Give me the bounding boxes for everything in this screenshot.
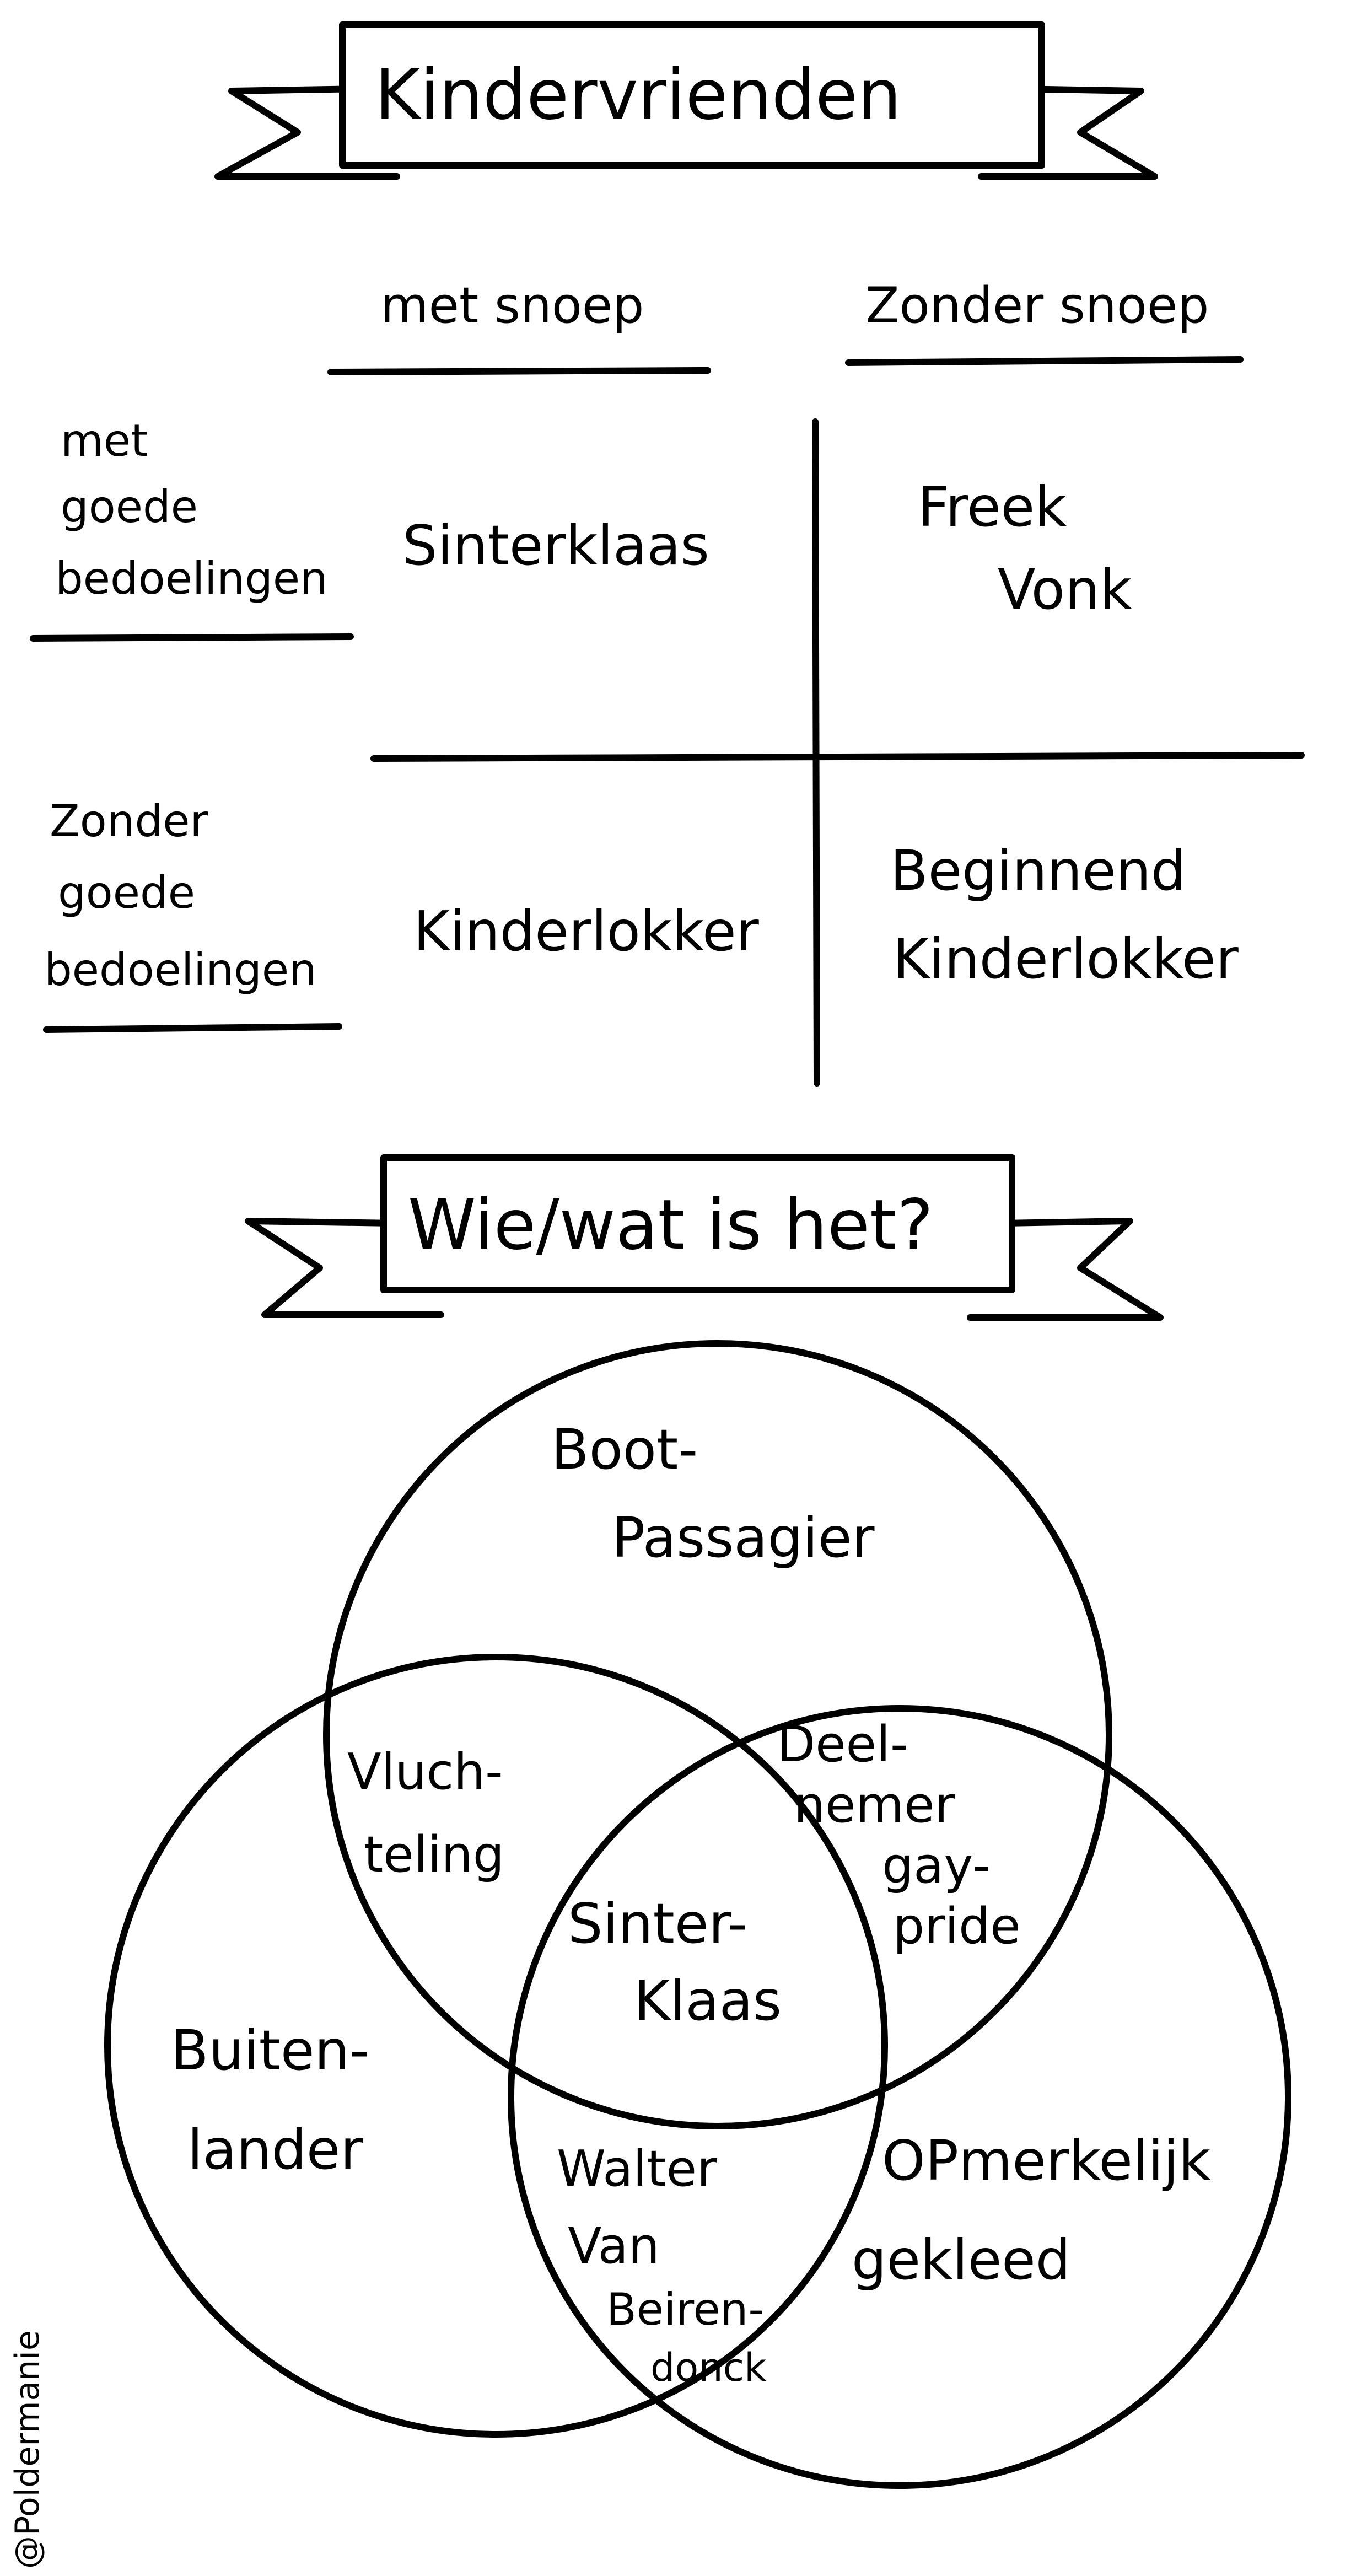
cell-sinterklaas: Sinterklaas <box>402 513 709 578</box>
column-header-met-snoep: met snoep <box>380 277 644 335</box>
matrix-horizontal-divider <box>370 752 1305 762</box>
venn-label-top-left: Vluch- <box>347 1743 503 1801</box>
column-underline <box>845 356 1244 366</box>
row-label-line: bedoelingen <box>44 944 317 996</box>
row-label-line: goede <box>61 481 198 533</box>
credit-handle: @Poldermanie <box>8 2330 47 2569</box>
row-label-line: Zonder <box>50 795 208 847</box>
title-banner-ribbon <box>214 21 1158 180</box>
venn-label-top: Passagier <box>612 1505 875 1570</box>
venn-label-center: Sinter- <box>568 1891 748 1956</box>
venn-banner-ribbon <box>245 1154 1164 1321</box>
venn-label-left: lander <box>187 2117 363 2182</box>
venn-circle-left <box>104 1654 888 2438</box>
venn-label-left-right: Walter <box>557 2140 718 2198</box>
venn-label-left-right: Beiren- <box>606 2284 765 2335</box>
venn-label-top-right: nemer <box>794 1776 955 1834</box>
row-label-line: goede <box>58 867 195 918</box>
cell-kinderlokker: Kinderlokker <box>413 899 759 964</box>
venn-label-top-right: Deel- <box>777 1715 908 1773</box>
cell-freek-vonk-line: Freek <box>918 475 1067 539</box>
cell-beginnend-kinderlokker-line: Kinderlokker <box>893 927 1239 991</box>
venn-label-left-right: Van <box>568 2217 660 2275</box>
venn-circle-right <box>508 1705 1291 2489</box>
venn-label-right: OPmerkelijk <box>882 2128 1211 2193</box>
venn-circle-top <box>323 1340 1112 2129</box>
column-underline <box>327 367 711 375</box>
row-underline <box>30 633 354 642</box>
row-label-line: bedoelingen <box>55 553 328 604</box>
matrix-title: Kindervrienden <box>375 55 902 135</box>
venn-label-top-left: teling <box>364 1826 504 1884</box>
cell-beginnend-kinderlokker-line: Beginnend <box>890 838 1186 903</box>
venn-label-center: Klaas <box>634 1969 782 2033</box>
column-header-zonder-snoep: Zonder snoep <box>865 277 1209 335</box>
venn-label-right: gekleed <box>852 2228 1071 2292</box>
venn-label-top-right: pride <box>893 1897 1021 1955</box>
venn-label-top-right: gay- <box>882 1837 991 1895</box>
venn-label-left-right: donck <box>650 2345 767 2390</box>
venn-label-top: Boot- <box>551 1417 698 1482</box>
venn-label-left: Buiten- <box>171 2018 369 2083</box>
cell-freek-vonk-line: Vonk <box>998 557 1132 622</box>
venn-title: Wie/wat is het? <box>408 1185 934 1265</box>
matrix-vertical-divider <box>812 418 820 1087</box>
row-label-line: met <box>61 415 148 466</box>
row-underline <box>43 1023 342 1033</box>
